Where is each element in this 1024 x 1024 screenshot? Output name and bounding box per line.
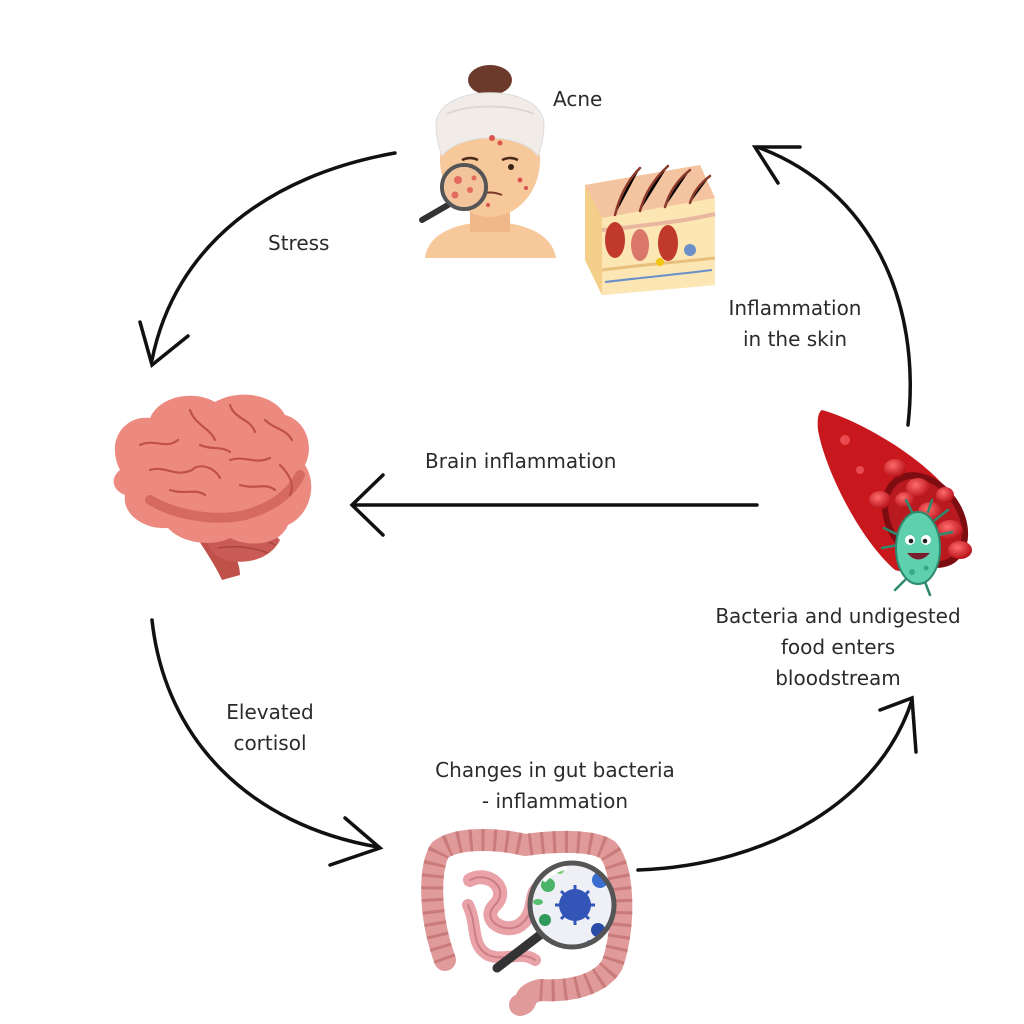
arrow-brain-inflammation	[349, 473, 759, 537]
bacteria-icon	[880, 498, 954, 597]
brain-icon	[113, 394, 312, 580]
label-gut-changes: Changes in gut bacteria - inflammation	[435, 758, 675, 813]
arrow-skin-to-acne	[751, 145, 912, 427]
arrow-cortisol	[150, 618, 384, 867]
magnifier-icon	[492, 860, 617, 973]
label-stress: Stress	[268, 231, 330, 255]
blood-vessel-icon	[817, 410, 972, 597]
label-skin-inflammation: Inflammation in the skin	[728, 296, 862, 351]
skin-cross-section-icon	[585, 164, 716, 295]
label-bloodstream: Bacteria and undigested food enters bloo…	[715, 604, 961, 690]
woman-with-acne-icon	[419, 65, 556, 258]
label-cortisol: Elevated cortisol	[226, 700, 314, 755]
arrow-gut-to-bloodstream	[636, 695, 918, 872]
label-acne: Acne	[553, 87, 603, 111]
arrow-stress	[138, 151, 397, 369]
label-brain-inflammation: Brain inflammation	[425, 449, 617, 473]
